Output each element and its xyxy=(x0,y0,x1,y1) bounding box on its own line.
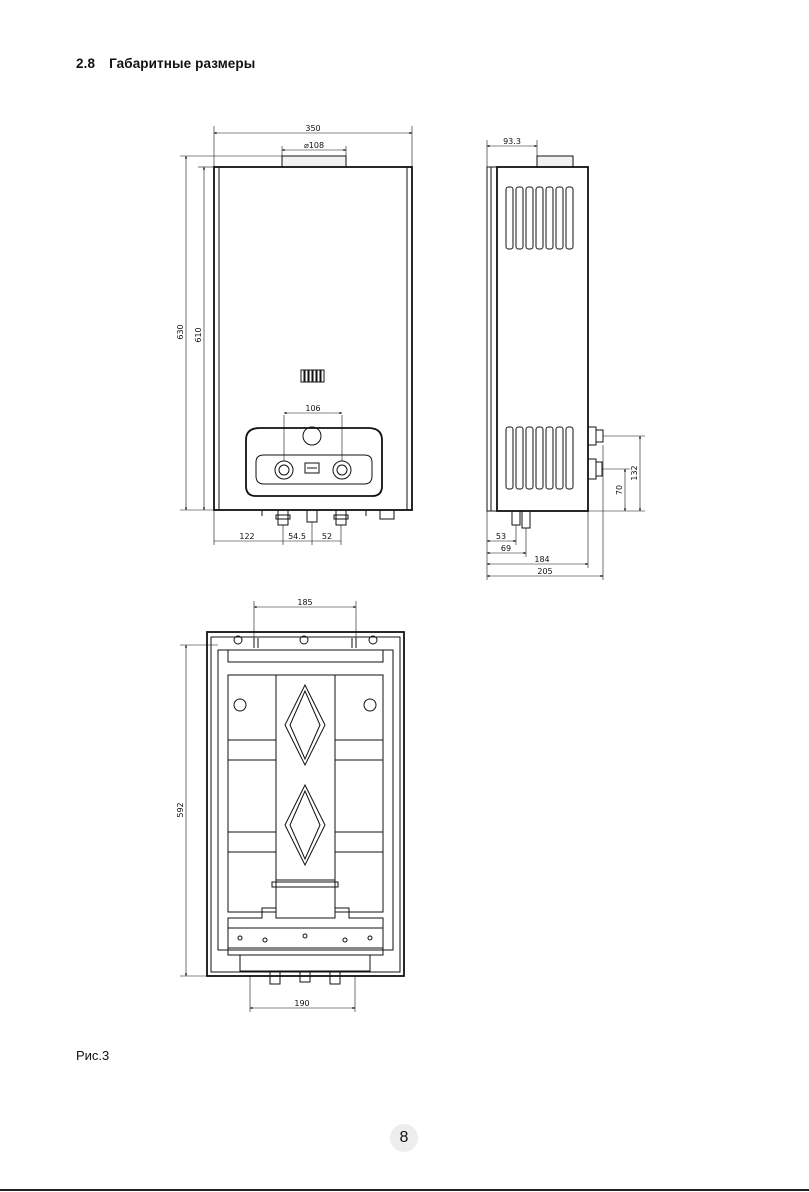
dim-bottom-205: 205 xyxy=(537,567,552,576)
dim-height-132: 132 xyxy=(630,465,639,480)
dim-bottom-53: 53 xyxy=(496,532,506,541)
figure-caption: Рис.3 xyxy=(76,1048,109,1063)
dim-bottom-184: 184 xyxy=(534,555,549,564)
dim-bottom-54-5: 54.5 xyxy=(288,532,306,541)
inspection-window xyxy=(301,370,324,382)
dim-bottom-52: 52 xyxy=(322,532,332,541)
dim-height-592: 592 xyxy=(176,802,185,817)
dim-depth-93-3: 93.3 xyxy=(503,137,521,146)
bottom-rule xyxy=(0,1189,809,1191)
dim-knob-spacing: 106 xyxy=(305,404,320,413)
lower-louvers xyxy=(506,427,573,489)
front-view: 350 ⌀108 630 610 106 122 54.5 52 xyxy=(176,124,412,545)
dim-bottom-190: 190 xyxy=(294,999,309,1008)
control-panel xyxy=(246,427,382,496)
dim-bottom-69: 69 xyxy=(501,544,511,553)
dim-top-holes-185: 185 xyxy=(297,598,312,607)
dim-height-610: 610 xyxy=(194,327,203,342)
dim-height-630: 630 xyxy=(176,324,185,339)
side-view: 93.3 132 70 53 69 184 205 xyxy=(487,137,645,580)
dim-height-70: 70 xyxy=(615,485,624,495)
dim-width-350: 350 xyxy=(305,124,320,133)
dim-flue-diameter: ⌀108 xyxy=(304,141,324,150)
dim-bottom-122: 122 xyxy=(239,532,254,541)
upper-louvers xyxy=(506,187,573,249)
back-view: 185 592 190 xyxy=(176,598,404,1012)
page-number: 8 xyxy=(390,1124,418,1152)
bottom-fittings xyxy=(262,510,394,525)
